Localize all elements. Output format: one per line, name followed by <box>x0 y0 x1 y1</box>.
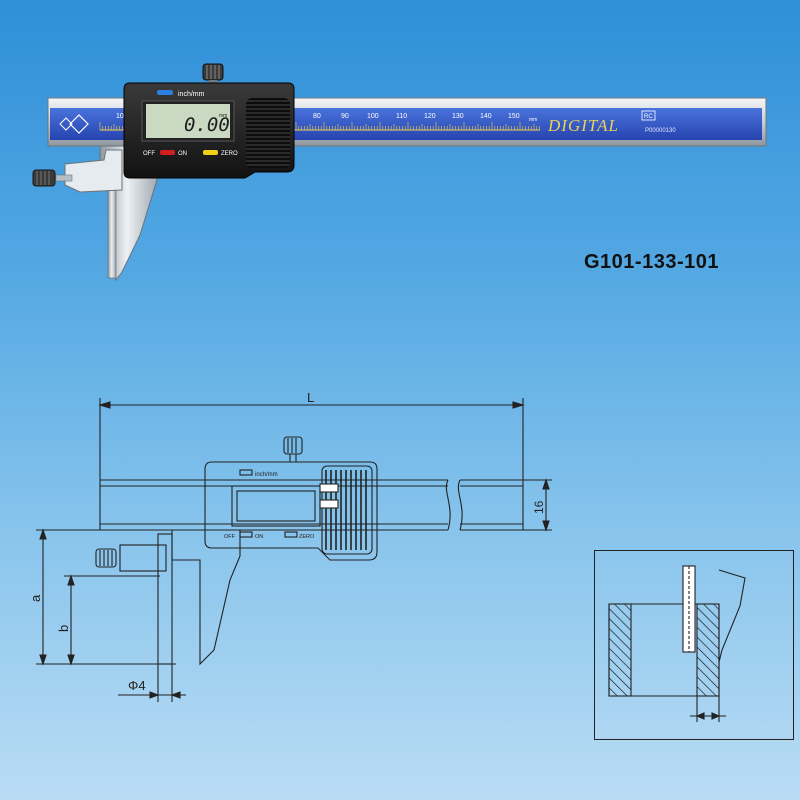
scale-unit: mm <box>529 117 537 123</box>
scale-number: 130 <box>452 113 464 120</box>
drawing-lcd <box>231 485 321 527</box>
lock-screw-icon <box>202 63 224 84</box>
on-off-button[interactable] <box>160 150 175 155</box>
thumb-grip <box>246 98 290 168</box>
drawing-clamp-screw <box>95 548 117 568</box>
lcd-reading: 0.00 <box>184 114 230 136</box>
inset-detail <box>608 565 746 722</box>
scale-number: 10 <box>116 113 124 120</box>
zero-label: ZERO <box>221 151 238 157</box>
scale-number: 90 <box>341 113 349 120</box>
drawing-unit-label: inch/mm <box>255 472 278 478</box>
dim-label-length: L <box>307 390 314 405</box>
inset-frame <box>594 550 794 740</box>
scale-number: 110 <box>396 113 407 120</box>
drawing-unit-button <box>239 469 253 476</box>
brand-logo-icon <box>59 114 89 134</box>
drawing-jaw <box>171 530 241 666</box>
drawing-slider-body <box>204 461 378 561</box>
lcd-screen <box>146 104 230 138</box>
serial-text: P00000130 <box>645 128 676 134</box>
scale-number: 80 <box>313 113 321 120</box>
on-label: ON <box>178 151 187 157</box>
drawing-zero-label: ZERO <box>299 534 315 540</box>
drawing-zero-button <box>284 531 298 538</box>
drawing-on-button <box>239 531 253 538</box>
drawing-probe <box>157 533 173 665</box>
clamp-screw-icon <box>32 169 56 187</box>
dim-label-diameter: Φ4 <box>128 678 146 693</box>
scale-number: 140 <box>480 113 492 120</box>
scale-number: 150 <box>508 113 520 120</box>
dim-label-a: a <box>28 594 43 602</box>
drawing-lock-screw <box>283 436 303 455</box>
probe-holder <box>64 149 123 193</box>
probe-clamp <box>55 174 73 182</box>
zero-button[interactable] <box>203 150 218 155</box>
drawing-on-label: ON <box>255 534 263 540</box>
unit-button-label: inch/mm <box>178 91 205 98</box>
drawing-off-label: OFF <box>224 534 236 540</box>
certification-icon: RC <box>641 110 656 121</box>
drawing-probe-holder <box>119 544 167 572</box>
scale-number: 100 <box>367 113 379 120</box>
dim-label-height: 16 <box>532 500 546 514</box>
brand-text: DIGITAL <box>547 116 619 135</box>
model-code: G101-133-101 <box>584 251 719 273</box>
drawing-thumb-grip <box>321 465 373 555</box>
unit-button[interactable] <box>157 90 173 95</box>
scale-number: 120 <box>424 113 436 120</box>
off-label: OFF <box>143 151 155 157</box>
dim-label-b: b <box>56 625 71 632</box>
lcd-unit: mm <box>219 113 227 119</box>
svg-text:RC: RC <box>644 114 653 120</box>
